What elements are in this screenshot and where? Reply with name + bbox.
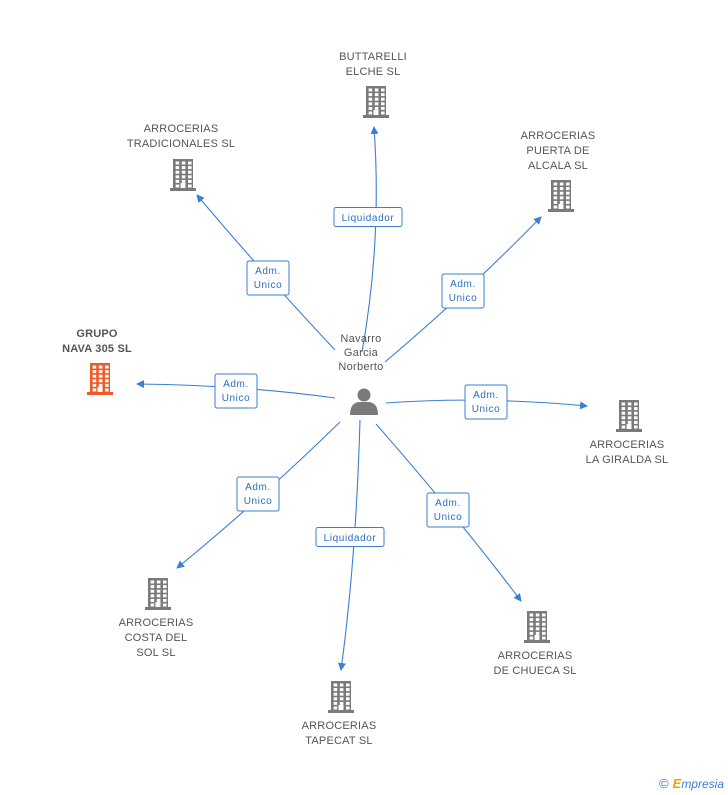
company-label: DE CHUECA SL bbox=[493, 665, 576, 677]
company-label: ALCALA SL bbox=[528, 160, 588, 172]
person-icon bbox=[350, 388, 378, 415]
company-label: GRUPO bbox=[76, 328, 118, 340]
person-label: Navarro bbox=[340, 333, 381, 345]
edge-label-text: Adm. bbox=[245, 482, 271, 493]
company-node-costa[interactable]: ARROCERIAS COSTA DEL SOL SL bbox=[119, 578, 194, 659]
person-label: Norberto bbox=[338, 361, 383, 373]
company-label: PUERTA DE bbox=[526, 145, 589, 157]
building-icon bbox=[87, 363, 113, 395]
edge-label-box[interactable]: Adm. Unico bbox=[236, 476, 280, 512]
company-label: TRADICIONALES SL bbox=[127, 138, 235, 150]
building-icon bbox=[363, 86, 389, 118]
edge-label-text: Unico bbox=[222, 393, 251, 404]
brand-initial: E bbox=[672, 776, 682, 791]
edge-grupo: Adm. Unico bbox=[136, 373, 336, 409]
company-label: ARROCERIAS bbox=[590, 439, 665, 451]
company-node-grupo[interactable]: GRUPO NAVA 305 SL bbox=[62, 328, 132, 395]
building-icon bbox=[170, 159, 196, 191]
edge-buttarelli: Liquidador bbox=[333, 126, 403, 353]
edge-line bbox=[337, 419, 361, 671]
building-icon bbox=[548, 180, 574, 212]
edge-line bbox=[361, 126, 379, 353]
building-icon bbox=[145, 578, 171, 610]
company-node-tradicionales[interactable]: ARROCERIAS TRADICIONALES SL bbox=[127, 123, 235, 191]
edge-label-text: Adm. bbox=[473, 390, 499, 401]
company-label: COSTA DEL bbox=[125, 632, 188, 644]
brand-logo: Empresia bbox=[673, 776, 724, 791]
company-label: ELCHE SL bbox=[346, 66, 401, 78]
edge-label-text: Unico bbox=[449, 293, 478, 304]
company-node-tapecat[interactable]: ARROCERIAS TAPECAT SL bbox=[302, 681, 377, 747]
company-node-giralda[interactable]: ARROCERIAS LA GIRALDA SL bbox=[586, 400, 669, 466]
edge-label-text: Adm. bbox=[255, 266, 281, 277]
edge-label-text: Liquidador bbox=[324, 533, 377, 544]
company-label: ARROCERIAS bbox=[144, 123, 219, 135]
company-label: TAPECAT SL bbox=[305, 735, 372, 747]
edge-label-text: Adm. bbox=[435, 498, 461, 509]
building-icon bbox=[524, 611, 550, 643]
edge-label-text: Liquidador bbox=[342, 213, 395, 224]
person-label: Garcia bbox=[344, 347, 379, 359]
company-label: ARROCERIAS bbox=[302, 720, 377, 732]
edge-tapecat: Liquidador bbox=[315, 419, 385, 671]
edge-label-text: Adm. bbox=[450, 279, 476, 290]
edge-label-box[interactable]: Liquidador bbox=[333, 207, 403, 227]
company-node-buttarelli[interactable]: BUTTARELLI ELCHE SL bbox=[339, 51, 407, 118]
brand-name: mpresia bbox=[681, 777, 724, 791]
edge-costa: Adm. Unico bbox=[176, 421, 341, 569]
company-node-puerta[interactable]: ARROCERIAS PUERTA DE ALCALA SL bbox=[521, 130, 596, 212]
company-label: SOL SL bbox=[136, 647, 175, 659]
edge-label-box[interactable]: Liquidador bbox=[315, 527, 385, 547]
edge-label-box[interactable]: Adm. Unico bbox=[214, 373, 258, 409]
copyright-symbol: © bbox=[659, 776, 669, 791]
edge-label-box[interactable]: Adm. Unico bbox=[426, 492, 470, 528]
edge-label-text: Unico bbox=[472, 404, 501, 415]
edge-label-box[interactable]: Adm. Unico bbox=[441, 273, 485, 309]
company-label: BUTTARELLI bbox=[339, 51, 407, 63]
company-label: ARROCERIAS bbox=[498, 650, 573, 662]
edge-label-box[interactable]: Adm. Unico bbox=[464, 384, 508, 420]
edge-label-box[interactable]: Adm. Unico bbox=[246, 260, 290, 296]
edge-giralda: Adm. Unico bbox=[385, 384, 588, 420]
company-node-chueca[interactable]: ARROCERIAS DE CHUECA SL bbox=[493, 611, 576, 677]
company-label: ARROCERIAS bbox=[521, 130, 596, 142]
edge-label-text: Adm. bbox=[223, 379, 249, 390]
company-label: LA GIRALDA SL bbox=[586, 454, 669, 466]
edge-label-text: Unico bbox=[244, 496, 273, 507]
edge-label-text: Unico bbox=[254, 280, 283, 291]
edge-puerta: Adm. Unico bbox=[384, 216, 542, 363]
edge-tradicionales: Adm. Unico bbox=[196, 194, 336, 351]
building-icon bbox=[328, 681, 354, 713]
company-label: NAVA 305 SL bbox=[62, 343, 132, 355]
edge-chueca: Adm. Unico bbox=[375, 423, 522, 602]
edge-label-text: Unico bbox=[434, 512, 463, 523]
building-icon bbox=[616, 400, 642, 432]
company-label: ARROCERIAS bbox=[119, 617, 194, 629]
footer-brand: © Empresia bbox=[659, 776, 724, 791]
